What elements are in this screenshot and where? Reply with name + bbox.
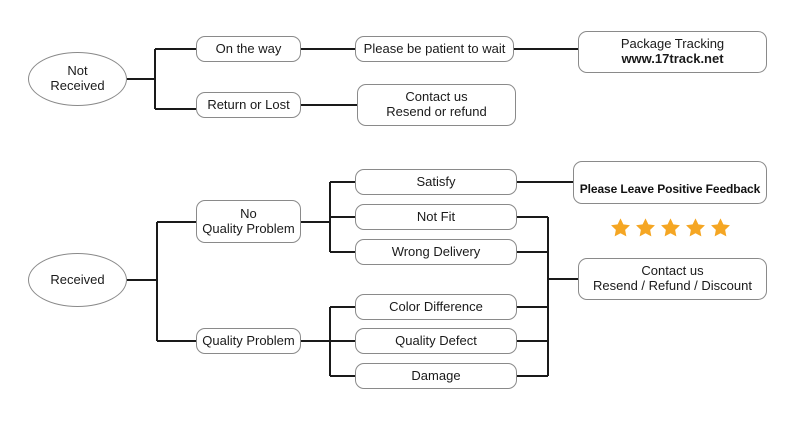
contact-us-label-2: Contact us [641,263,704,279]
star-icon[interactable] [610,217,631,238]
node-received[interactable]: Received [28,253,127,307]
node-contact-resend-refund-discount[interactable]: Contact us Resend / Refund / Discount [578,258,767,300]
node-on-the-way[interactable]: On the way [196,36,301,62]
node-quality-defect[interactable]: Quality Defect [355,328,517,354]
feedback-label: Please Leave Positive Feedback [579,182,761,197]
resend-or-refund-label: Resend or refund [386,104,487,119]
node-not-fit[interactable]: Not Fit [355,204,517,230]
package-tracking-url: www.17track.net [621,51,724,66]
node-damage[interactable]: Damage [355,363,517,389]
node-wrong-delivery[interactable]: Wrong Delivery [355,239,517,265]
node-please-be-patient[interactable]: Please be patient to wait [355,36,514,62]
contact-us-label: Contact us [405,89,468,105]
node-return-or-lost[interactable]: Return or Lost [196,92,301,118]
node-color-difference[interactable]: Color Difference [355,294,517,320]
rating-stars[interactable] [574,217,766,238]
star-icon[interactable] [685,217,706,238]
star-icon[interactable] [635,217,656,238]
node-quality-problem[interactable]: Quality Problem [196,328,301,354]
node-contact-resend-refund[interactable]: Contact us Resend or refund [357,84,516,126]
resend-refund-discount-label: Resend / Refund / Discount [593,278,752,293]
node-positive-feedback[interactable]: Please Leave Positive Feedback [573,161,767,237]
package-tracking-title: Package Tracking [620,36,725,52]
star-icon[interactable] [710,217,731,238]
node-package-tracking[interactable]: Package Tracking www.17track.net [578,31,767,73]
node-no-quality-problem[interactable]: No Quality Problem [196,200,301,243]
node-not-received[interactable]: Not Received [28,52,127,106]
node-satisfy[interactable]: Satisfy [355,169,517,195]
star-icon[interactable] [660,217,681,238]
